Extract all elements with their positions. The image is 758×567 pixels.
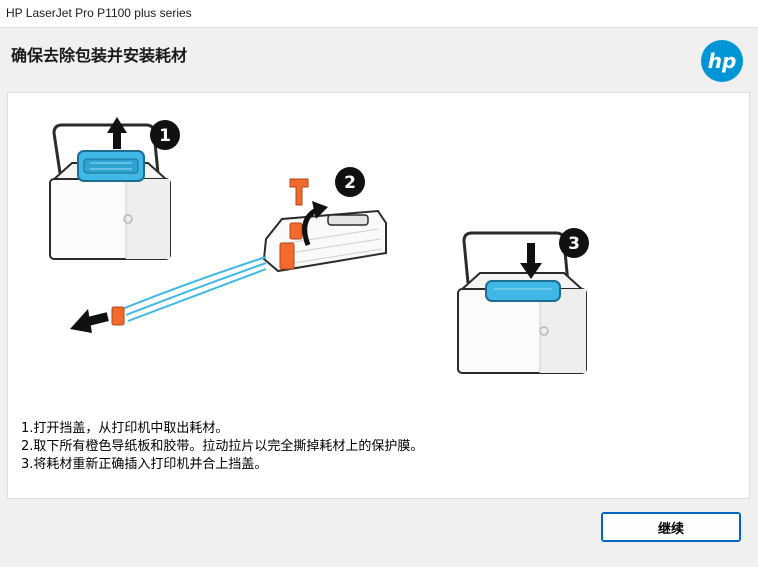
continue-button[interactable]: 继续 [601, 512, 741, 542]
arrow-down-icon [520, 243, 542, 279]
svg-text:3: 3 [568, 234, 580, 254]
cartridge-step-3 [485, 280, 561, 302]
instruction-list: 1.打开挡盖，从打印机中取出耗材。 2.取下所有橙色导纸板和胶带。拉动拉片以完全… [21, 420, 423, 474]
svg-text:1: 1 [159, 126, 171, 146]
title-bar: HP LaserJet Pro P1100 plus series [0, 0, 758, 28]
step-3-badge: 3 [559, 228, 589, 258]
orange-guide-removed [289, 178, 309, 206]
page-title: 确保去除包装并安装耗材 [11, 46, 188, 65]
cartridge-step-1 [77, 150, 145, 182]
hp-logo: hp [701, 40, 743, 82]
arrow-left-icon [70, 309, 109, 333]
cartridge-step-2 [262, 209, 387, 273]
content-panel: 1 2 [7, 92, 750, 499]
instruction-step-3: 3.将耗材重新正确插入打印机并合上挡盖。 [21, 457, 268, 472]
step-1-badge: 1 [150, 120, 180, 150]
arrow-curved-icon [302, 201, 328, 246]
window-title: HP LaserJet Pro P1100 plus series [6, 6, 192, 20]
instruction-step-1: 1.打开挡盖，从打印机中取出耗材。 [21, 421, 229, 436]
printer-step-1 [49, 123, 171, 260]
arrow-up-icon [107, 117, 127, 149]
protective-tape [111, 256, 267, 326]
installation-illustration: 1 2 [49, 117, 589, 374]
step-2-badge: 2 [335, 167, 365, 197]
hp-logo-text: hp [708, 49, 737, 73]
instruction-step-2: 2.取下所有橙色导纸板和胶带。拉动拉片以完全撕掉耗材上的保护膜。 [21, 439, 424, 454]
svg-text:2: 2 [344, 173, 356, 193]
